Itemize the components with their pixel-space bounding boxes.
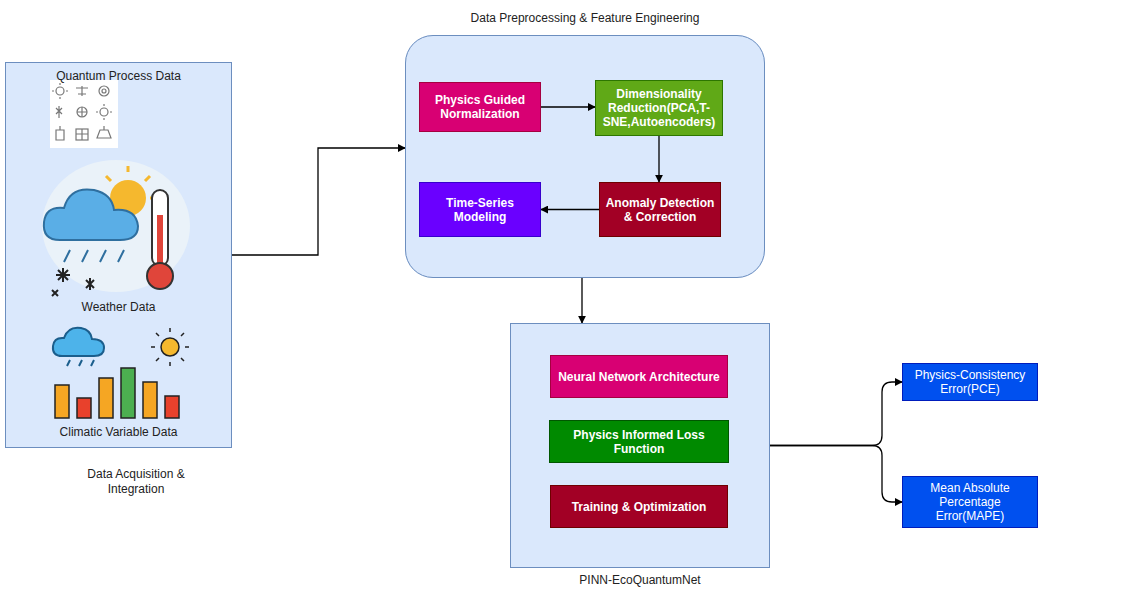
box-label: Physics-Consistency Error(PCE) bbox=[907, 368, 1033, 396]
quantum-icons bbox=[50, 80, 118, 148]
flow-arrow bbox=[581, 278, 582, 323]
box-label: Anomaly Detection & Correction bbox=[604, 196, 716, 224]
flow-arrow bbox=[770, 382, 902, 446]
model-box: Neural Network Architecture bbox=[550, 355, 728, 398]
flow-arrow bbox=[541, 106, 595, 107]
input-panel: Quantum Process DataWeather DataClimatic… bbox=[5, 62, 232, 448]
panel-label: Data Acquisition & Integration bbox=[61, 467, 211, 497]
box-label: Physics Informed Loss Function bbox=[554, 428, 724, 456]
panel-fill bbox=[405, 35, 765, 278]
process-box: Physics Guided Normalization bbox=[419, 82, 541, 132]
weather-illustration bbox=[42, 160, 190, 296]
metric-box: Physics-Consistency Error(PCE) bbox=[902, 363, 1038, 401]
panel-label: Weather Data bbox=[6, 300, 231, 315]
box-label: Neural Network Architecture bbox=[558, 370, 720, 384]
box-label: Dimensionality Reduction(PCA,T-SNE,Autoe… bbox=[600, 87, 718, 129]
flow-arrow bbox=[658, 136, 659, 182]
box-label: Mean Absolute Percentage Error(MAPE) bbox=[907, 481, 1033, 523]
panel-label: Climatic Variable Data bbox=[6, 425, 231, 440]
flow-arrow bbox=[232, 148, 405, 255]
metric-box: Mean Absolute Percentage Error(MAPE) bbox=[902, 476, 1038, 528]
panel-label: PINN-EcoQuantumNet bbox=[511, 573, 769, 588]
preprocessing-panel: Data Preprocessing & Feature Engineering… bbox=[405, 35, 765, 278]
flow-arrow bbox=[770, 446, 902, 503]
panel-fill bbox=[510, 323, 770, 568]
model-box: Physics Informed Loss Function bbox=[549, 420, 729, 463]
panel-label: Data Preprocessing & Feature Engineering bbox=[406, 11, 764, 26]
box-label: Time-Series Modeling bbox=[424, 196, 536, 224]
panel-label: Quantum Process Data bbox=[6, 69, 231, 84]
model-panel: PINN-EcoQuantumNetNeural Network Archite… bbox=[510, 323, 770, 568]
process-box: Dimensionality Reduction(PCA,T-SNE,Autoe… bbox=[595, 80, 723, 136]
model-box: Training & Optimization bbox=[550, 485, 728, 528]
climate-bar-chart bbox=[53, 328, 189, 418]
process-box: Time-Series Modeling bbox=[419, 182, 541, 237]
box-label: Training & Optimization bbox=[572, 500, 707, 514]
flow-arrow bbox=[541, 209, 599, 210]
process-box: Anomaly Detection & Correction bbox=[599, 182, 721, 237]
panel-fill bbox=[5, 62, 232, 448]
box-label: Physics Guided Normalization bbox=[424, 93, 536, 121]
